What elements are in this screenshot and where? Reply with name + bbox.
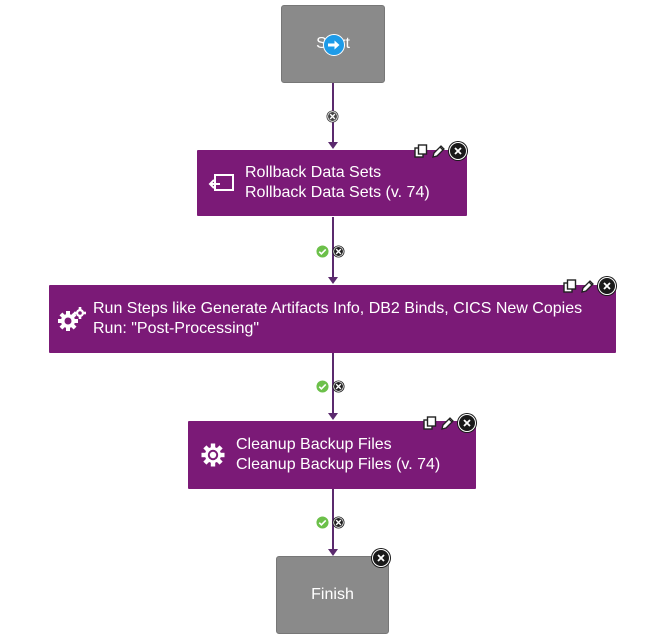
delete-step-icon[interactable]	[449, 142, 467, 160]
copy-icon[interactable]	[423, 416, 437, 430]
step2-controls	[563, 277, 616, 295]
step-run-post-processing[interactable]: Run Steps like Generate Artifacts Info, …	[49, 285, 616, 353]
step-subtitle: Rollback Data Sets (v. 74)	[245, 184, 430, 201]
finish-label: Finish	[311, 586, 354, 603]
step-cleanup-backup-files[interactable]: Cleanup Backup Files Cleanup Backup File…	[188, 421, 476, 489]
step-title: Run Steps like Generate Artifacts Info, …	[93, 300, 583, 317]
step1-controls	[414, 142, 467, 160]
arrowhead-step2	[328, 277, 338, 284]
step-subtitle: Run: "Post-Processing"	[93, 320, 260, 337]
step-rollback-data-sets[interactable]: Rollback Data Sets Rollback Data Sets (v…	[197, 150, 467, 216]
step-title: Cleanup Backup Files	[236, 436, 392, 453]
gears-icon	[57, 304, 87, 334]
connector-step3-to-finish	[332, 489, 334, 549]
remove-link-icon[interactable]	[332, 245, 345, 258]
edit-icon[interactable]	[440, 416, 455, 431]
rollback-icon	[207, 168, 237, 198]
step3-connector-status	[316, 516, 345, 529]
remove-link-icon[interactable]	[326, 110, 339, 123]
arrowhead-step3	[328, 413, 338, 420]
finish-controls	[372, 549, 390, 567]
delete-step-icon[interactable]	[458, 414, 476, 432]
step-subtitle: Cleanup Backup Files (v. 74)	[236, 456, 441, 473]
finish-node[interactable]: Finish	[276, 556, 389, 634]
arrowhead-finish	[328, 549, 338, 556]
arrowhead-step1	[328, 142, 338, 149]
gear-icon	[198, 440, 228, 470]
edit-icon[interactable]	[431, 144, 446, 159]
step-title: Rollback Data Sets	[245, 164, 382, 181]
step3-controls	[423, 414, 476, 432]
success-check-icon[interactable]	[316, 516, 329, 529]
start-connector-status	[326, 110, 339, 123]
connector-step1-to-step2	[332, 217, 334, 277]
step2-connector-status	[316, 380, 345, 393]
success-check-icon[interactable]	[316, 380, 329, 393]
delete-finish-icon[interactable]	[372, 549, 390, 567]
remove-link-icon[interactable]	[332, 516, 345, 529]
edit-icon[interactable]	[580, 279, 595, 294]
connector-step2-to-step3	[332, 353, 334, 413]
copy-icon[interactable]	[414, 144, 428, 158]
success-check-icon[interactable]	[316, 245, 329, 258]
remove-link-icon[interactable]	[332, 380, 345, 393]
start-arrow-icon[interactable]	[323, 34, 345, 56]
step1-connector-status	[316, 245, 345, 258]
copy-icon[interactable]	[563, 279, 577, 293]
start-node[interactable]: Start	[281, 5, 385, 83]
delete-step-icon[interactable]	[598, 277, 616, 295]
